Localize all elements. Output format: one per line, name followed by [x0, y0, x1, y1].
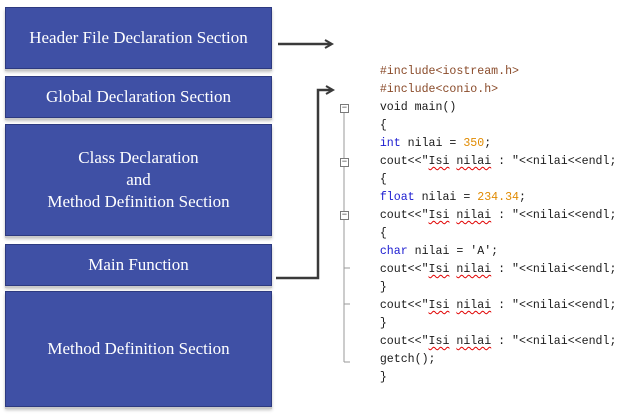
section-label: Main Function: [88, 255, 189, 274]
header-file-declaration-section: Header File Declaration Section: [5, 7, 272, 69]
code-line: void main(): [379, 101, 457, 114]
class-declaration-section: Class Declaration and Method Definition …: [5, 124, 272, 236]
code-line: cout<<"Isi nilai : "<<nilai<<endl;: [379, 299, 617, 312]
section-label: Header File Declaration Section: [29, 28, 248, 47]
code-line: #include<conio.h>: [379, 83, 499, 96]
code-line: int nilai = 350;: [379, 137, 492, 150]
main-arrow: [276, 90, 332, 280]
code-line: getch();: [379, 353, 436, 366]
code-line: }: [379, 371, 387, 384]
fold-marker[interactable]: −: [340, 210, 349, 220]
code-line: float nilai = 234.34;: [379, 191, 526, 204]
code-line: #include<iostream.h>: [379, 65, 519, 78]
method-definition-section: Method Definition Section: [5, 291, 272, 407]
code-line: cout<<"Isi nilai : "<<nilai<<endl;: [379, 155, 617, 168]
main-function-section: Main Function: [5, 244, 272, 286]
fold-marker[interactable]: −: [340, 103, 349, 113]
code-line: cout<<"Isi nilai : "<<nilai<<endl;: [379, 209, 617, 222]
section-label: Class Declaration and Method Definition …: [47, 148, 230, 211]
fold-marker[interactable]: −: [340, 157, 349, 167]
section-label: Method Definition Section: [47, 339, 230, 358]
code-line: {: [379, 173, 387, 186]
global-declaration-section: Global Declaration Section: [5, 76, 272, 118]
code-line: }: [379, 281, 387, 294]
code-line: {: [379, 119, 387, 132]
code-line: cout<<"Isi nilai : "<<nilai<<endl;: [379, 263, 617, 276]
code-line: }: [379, 317, 387, 330]
code-line: char nilai = 'A';: [379, 245, 499, 258]
code-line: cout<<"Isi nilai : "<<nilai<<endl;: [379, 335, 617, 348]
code-line: {: [379, 227, 387, 240]
section-label: Global Declaration Section: [45, 87, 232, 106]
